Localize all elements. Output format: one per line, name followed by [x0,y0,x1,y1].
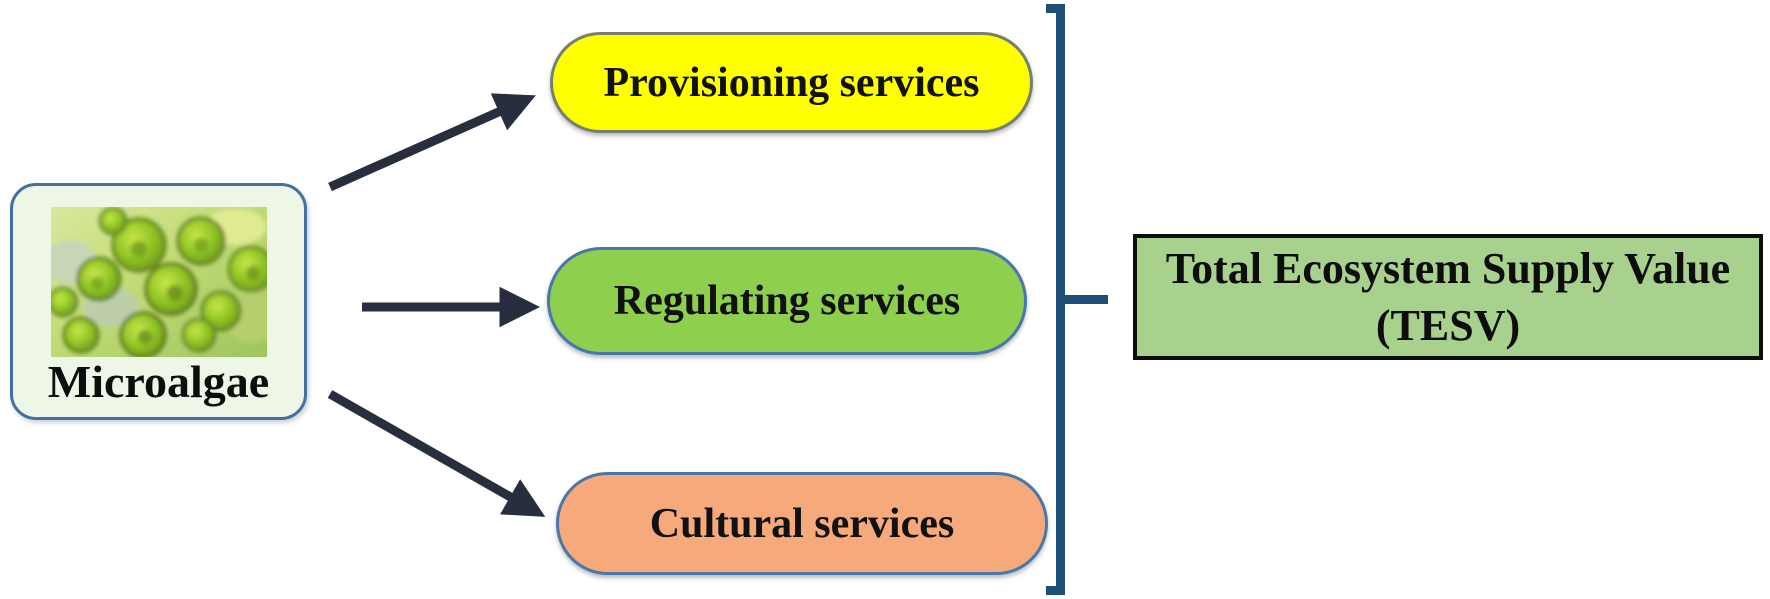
arrow-to-cultural-icon [327,390,546,517]
pill-regulating-services: Regulating services [547,247,1027,355]
pill-cultural-services: Cultural services [556,472,1048,575]
grouping-bracket [1046,4,1108,595]
arrow-to-provisioning-icon [328,93,536,192]
tesv-title-line1: Total Ecosystem Supply Value [1165,243,1731,293]
cultural-services-label: Cultural services [649,500,955,547]
regulating-services-label: Regulating services [613,278,961,324]
pill-provisioning-services: Provisioning services [550,32,1033,133]
microalgae-label: Microalgae [47,356,270,407]
microalgae-box: Microalgae [10,183,307,420]
microalgae-image [50,207,267,357]
provisioning-services-label: Provisioning services [603,59,980,106]
tesv-title-line2: (TESV) [1375,301,1521,350]
tesv-box: Total Ecosystem Supply Value (TESV) [1133,234,1763,360]
